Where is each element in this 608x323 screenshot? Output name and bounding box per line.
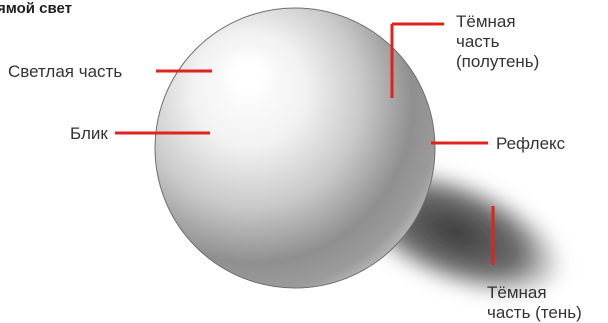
label-reflex: Рефлекс <box>496 134 565 154</box>
label-dark-part: Тёмная часть (полутень) <box>456 12 539 72</box>
label-shadow: Тёмная часть (тень) <box>487 283 582 323</box>
highlight-spot <box>226 54 270 90</box>
label-light-part: Светлая часть <box>8 62 122 82</box>
label-dark-part-line-1: Тёмная <box>456 12 539 32</box>
label-highlight: Блик <box>70 124 108 144</box>
label-dark-part-line-2: часть <box>456 32 539 52</box>
label-dark-part-line-3: (полутень) <box>456 52 539 72</box>
label-shadow-line-2: часть (тень) <box>487 303 582 323</box>
label-shadow-line-1: Тёмная <box>487 283 582 303</box>
diagram-title: рямой свет <box>0 0 72 17</box>
